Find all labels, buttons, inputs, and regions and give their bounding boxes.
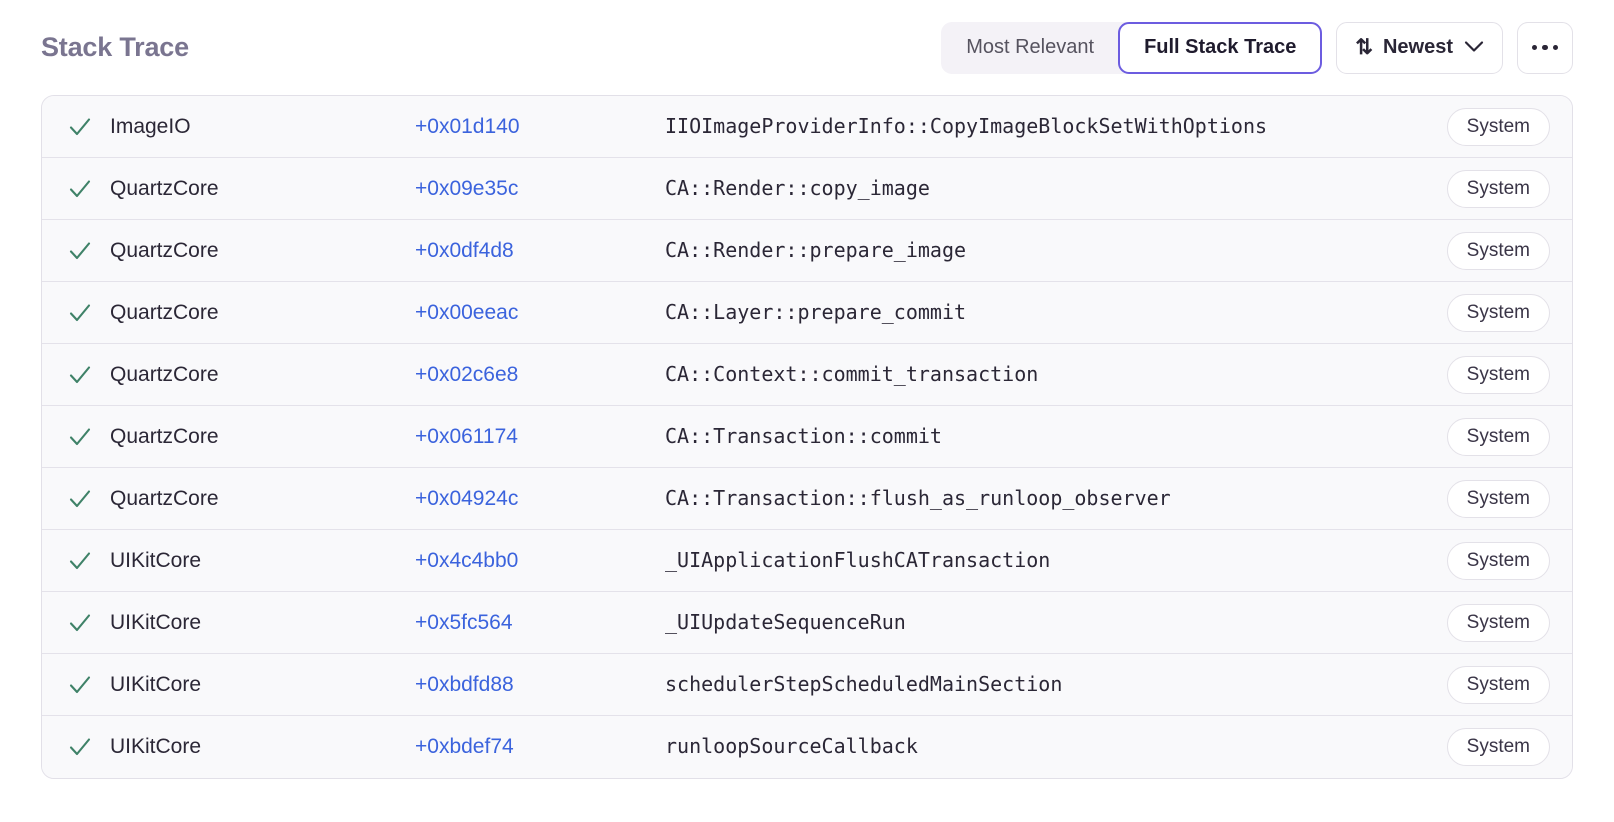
- row-module: QuartzCore: [110, 424, 219, 448]
- check-icon: [42, 672, 110, 698]
- status-badge: System: [1446, 603, 1550, 642]
- row-badge-wrap: System: [1418, 355, 1550, 394]
- check-icon: [42, 424, 110, 450]
- sort-button[interactable]: ⇅ Newest: [1336, 21, 1503, 74]
- table-row[interactable]: UIKitCore +0x4c4bb0 _UIApplicationFlushCAT…: [42, 530, 1572, 592]
- row-function: CA::Transaction::flush_as_runloop_observ…: [665, 485, 1171, 510]
- row-module: UIKitCore: [110, 610, 202, 634]
- status-badge: System: [1446, 169, 1550, 208]
- row-badge-wrap: System: [1418, 541, 1550, 580]
- row-function: CA::Transaction::commit: [665, 423, 942, 448]
- table-row[interactable]: QuartzCore +0x0df4d8 CA::Render::prepare_i…: [42, 220, 1572, 282]
- row-address-link[interactable]: +0x4c4bb0: [415, 548, 519, 572]
- row-address-link[interactable]: +0x061174: [415, 424, 518, 448]
- table-row[interactable]: QuartzCore +0x02c6e8 CA::Context::commit_t…: [42, 344, 1572, 406]
- row-badge-wrap: System: [1418, 107, 1550, 146]
- row-badge-wrap: System: [1418, 665, 1550, 704]
- row-function: _UIUpdateSequenceRun: [665, 609, 906, 634]
- status-badge: System: [1446, 728, 1550, 766]
- stack-trace-table: ImageIO +0x01d140 IIOImageProviderInfo::Co…: [41, 95, 1573, 779]
- chevron-down-icon: [1464, 36, 1484, 59]
- status-badge: System: [1446, 417, 1550, 456]
- row-badge-wrap: System: [1418, 417, 1550, 456]
- row-badge-wrap: System: [1418, 728, 1550, 766]
- more-options-button[interactable]: [1517, 21, 1573, 74]
- row-address-link[interactable]: +0x5fc564: [415, 610, 513, 634]
- table-row[interactable]: QuartzCore +0x04924c CA::Transaction::flus…: [42, 468, 1572, 530]
- status-badge: System: [1446, 541, 1550, 580]
- check-icon: [42, 610, 110, 636]
- row-function: IIOImageProviderInfo::CopyImageBlockSetW…: [665, 113, 1268, 138]
- row-address-link[interactable]: +0x02c6e8: [415, 362, 519, 386]
- tab-full-stack-trace[interactable]: Full Stack Trace: [1118, 21, 1323, 74]
- row-module: QuartzCore: [110, 300, 219, 324]
- row-module: UIKitCore: [110, 548, 202, 572]
- row-function: schedulerStepScheduledMainSection: [665, 671, 1063, 696]
- row-module: UIKitCore: [110, 672, 202, 696]
- row-address-link[interactable]: +0x01d140: [415, 114, 520, 138]
- table-row[interactable]: QuartzCore +0x09e35c CA::Render::copy_imag…: [42, 158, 1572, 220]
- row-module: QuartzCore: [110, 486, 219, 510]
- check-icon: [42, 114, 110, 140]
- row-function: _UIApplicationFlushCATransaction: [665, 547, 1051, 572]
- status-badge: System: [1446, 293, 1550, 332]
- sort-arrows-icon: ⇅: [1355, 36, 1373, 59]
- row-module: QuartzCore: [110, 176, 219, 200]
- check-icon: [42, 734, 110, 760]
- page-title: Stack Trace: [41, 32, 189, 62]
- row-address-link[interactable]: +0x0df4d8: [415, 238, 514, 262]
- check-icon: [42, 176, 110, 202]
- check-icon: [42, 486, 110, 512]
- row-function: CA::Render::prepare_image: [665, 237, 967, 262]
- row-address-link[interactable]: +0x04924c: [415, 486, 519, 510]
- row-badge-wrap: System: [1418, 479, 1550, 518]
- panel-header: Stack Trace Most Relevant Full Stack Tra…: [0, 0, 1614, 95]
- row-badge-wrap: System: [1418, 603, 1550, 642]
- status-badge: System: [1446, 107, 1550, 146]
- view-mode-segmented-control[interactable]: Most Relevant Full Stack Trace: [941, 21, 1323, 74]
- row-address-link[interactable]: +0xbdef74: [415, 735, 514, 758]
- row-module: UIKitCore: [110, 735, 202, 758]
- status-badge: System: [1446, 231, 1550, 270]
- row-address-link[interactable]: +0x00eeac: [415, 300, 519, 324]
- table-row[interactable]: UIKitCore +0xbdfd88 schedulerStepScheduled…: [42, 654, 1572, 716]
- row-badge-wrap: System: [1418, 231, 1550, 270]
- table-row[interactable]: ImageIO +0x01d140 IIOImageProviderInfo::Co…: [42, 96, 1572, 158]
- row-address-link[interactable]: +0xbdfd88: [415, 672, 514, 696]
- row-badge-wrap: System: [1418, 293, 1550, 332]
- row-badge-wrap: System: [1418, 169, 1550, 208]
- row-function: CA::Layer::prepare_commit: [665, 299, 967, 324]
- tab-most-relevant[interactable]: Most Relevant: [941, 21, 1129, 74]
- row-module: QuartzCore: [110, 238, 219, 262]
- ellipsis-icon: [1531, 44, 1559, 51]
- table-row[interactable]: QuartzCore +0x00eeac CA::Layer::prepare_co…: [42, 282, 1572, 344]
- status-badge: System: [1446, 355, 1550, 394]
- row-module: ImageIO: [110, 114, 191, 138]
- row-address-link[interactable]: +0x09e35c: [415, 176, 519, 200]
- row-module: QuartzCore: [110, 362, 219, 386]
- row-function: CA::Context::commit_transaction: [665, 361, 1039, 386]
- header-actions: Most Relevant Full Stack Trace ⇅ Newest: [941, 21, 1573, 74]
- check-icon: [42, 548, 110, 574]
- row-function: runloopSourceCallback: [665, 734, 918, 759]
- check-icon: [42, 362, 110, 388]
- sort-button-label: Newest: [1382, 36, 1453, 58]
- status-badge: System: [1446, 665, 1550, 704]
- status-badge: System: [1446, 479, 1550, 518]
- row-function: CA::Render::copy_image: [665, 175, 930, 200]
- check-icon: [42, 238, 110, 264]
- check-icon: [42, 300, 110, 326]
- table-row[interactable]: QuartzCore +0x061174 CA::Transaction::comm…: [42, 406, 1572, 468]
- table-row[interactable]: UIKitCore +0x5fc564 _UIUpdateSequenceRun Sy…: [42, 592, 1572, 654]
- table-row[interactable]: UIKitCore +0xbdef74 runloopSourceCallback S…: [42, 716, 1572, 778]
